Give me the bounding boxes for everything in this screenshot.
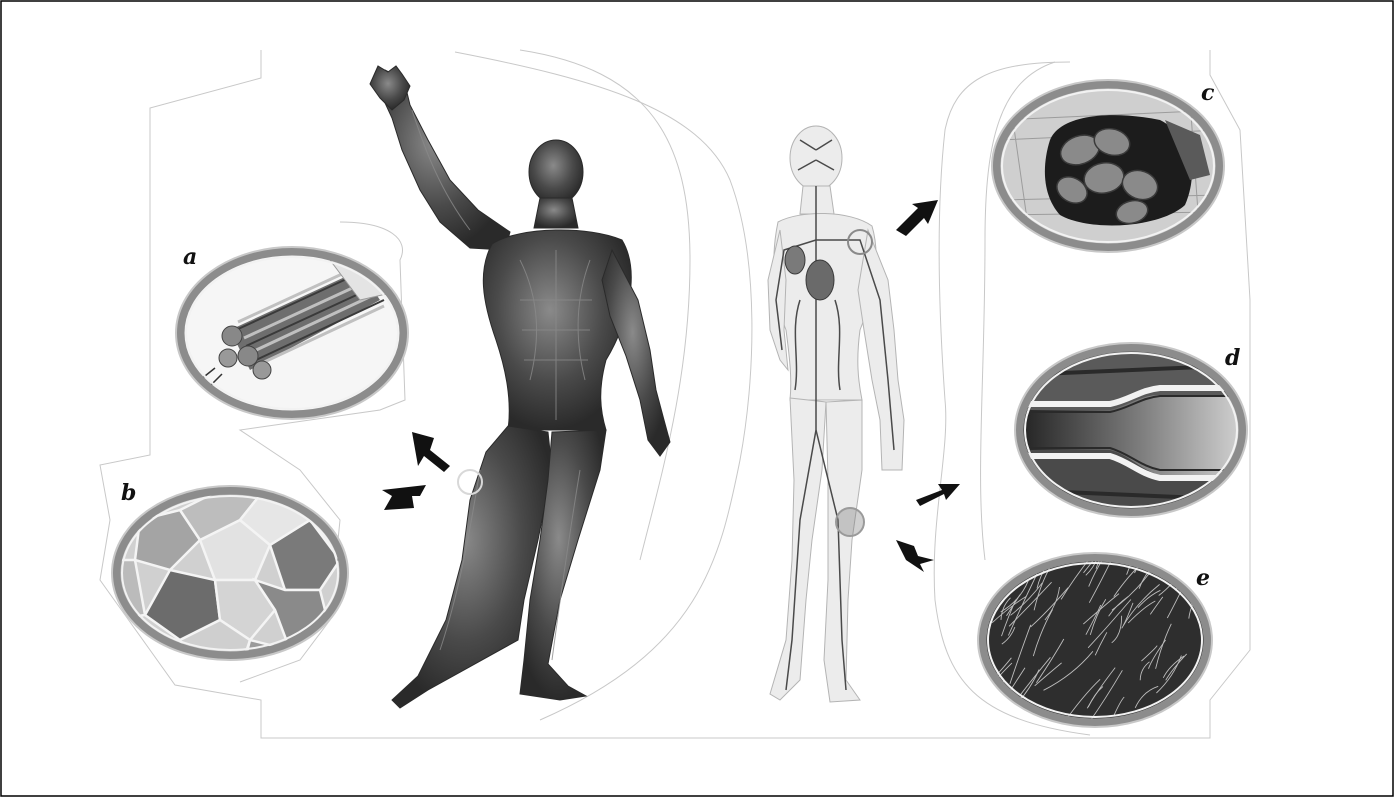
texture-fiber bbox=[1158, 536, 1177, 571]
panel-a-muscle-fiber bbox=[176, 247, 408, 420]
panel-d-vessel-section bbox=[1015, 343, 1250, 520]
muscular-figure bbox=[370, 66, 670, 708]
arrow-to-panel-e bbox=[896, 540, 934, 572]
panel-label-d: d bbox=[1225, 345, 1240, 371]
texture-fiber bbox=[1203, 529, 1221, 560]
texture-fiber bbox=[1011, 524, 1054, 562]
arrow-to-panel-a bbox=[412, 432, 450, 472]
panel-c-vessel-red-cells bbox=[990, 80, 1230, 252]
panel-b-cell-cross-section bbox=[110, 485, 350, 680]
panel-label-e: e bbox=[1196, 565, 1210, 591]
arrow-to-panel-b bbox=[382, 485, 426, 510]
arrow-to-panel-d bbox=[916, 484, 960, 506]
texture-fiber bbox=[1188, 697, 1218, 722]
texture-fiber bbox=[1208, 683, 1221, 712]
panel-e-vessel-texture bbox=[978, 518, 1245, 727]
texture-fiber bbox=[1000, 546, 1014, 572]
texture-fiber bbox=[999, 532, 1033, 564]
vascular-figure bbox=[768, 126, 904, 702]
texture-fiber bbox=[1019, 523, 1068, 561]
panel-label-c: c bbox=[1201, 80, 1215, 106]
panel-label-b: b bbox=[121, 480, 136, 506]
vascular-highlight-knee bbox=[836, 508, 864, 536]
arrow-to-panel-c bbox=[896, 200, 938, 236]
panel-label-a: a bbox=[183, 244, 197, 270]
